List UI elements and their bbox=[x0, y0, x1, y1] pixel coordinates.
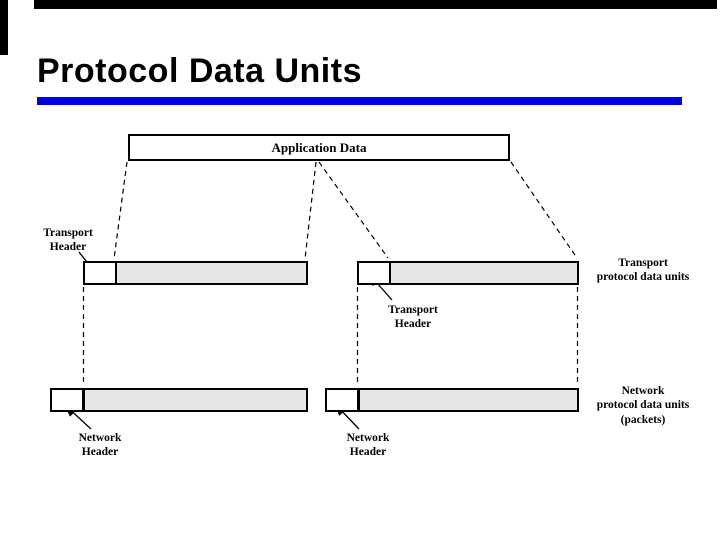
dashed-split-app-mid-to-transport-left-end bbox=[304, 161, 317, 260]
network-pdu-side-label: Network protocol data units (packets) bbox=[596, 385, 690, 426]
network-header-segment-left bbox=[52, 390, 82, 410]
dashed-split-app-right-to-transport-right-end bbox=[510, 161, 578, 259]
window-edge-artifact-left bbox=[0, 0, 8, 55]
network-data-segment-left bbox=[82, 390, 306, 410]
transport-pdu-side-label: Transport protocol data units bbox=[596, 257, 690, 284]
network-header-label-left: Network Header bbox=[78, 432, 122, 459]
transport-data-segment-left bbox=[115, 263, 306, 283]
network-data-segment-right bbox=[357, 390, 577, 410]
network-pdu-left-box bbox=[50, 388, 308, 412]
title-underline bbox=[37, 97, 682, 105]
transport-header-label-right: Transport Header bbox=[388, 304, 438, 331]
application-data-box: Application Data bbox=[128, 134, 510, 161]
network-header-label-right: Network Header bbox=[346, 432, 390, 459]
slide-title: Protocol Data Units bbox=[37, 52, 362, 90]
transport-data-segment-right bbox=[389, 263, 577, 283]
network-header-segment-right bbox=[327, 390, 357, 410]
window-edge-artifact-top bbox=[34, 0, 717, 9]
transport-pdu-right-box bbox=[357, 261, 579, 285]
dashed-split-app-mid-to-transport-right-header bbox=[318, 161, 389, 259]
transport-header-segment-left bbox=[85, 263, 115, 283]
transport-header-segment-right bbox=[359, 263, 389, 283]
network-pdu-right-box bbox=[325, 388, 579, 412]
transport-header-label-left: Transport Header bbox=[43, 227, 93, 254]
application-data-label: Application Data bbox=[271, 139, 367, 155]
dashed-split-app-left-to-transport-left-header bbox=[113, 161, 128, 260]
transport-pdu-left-box bbox=[83, 261, 308, 285]
